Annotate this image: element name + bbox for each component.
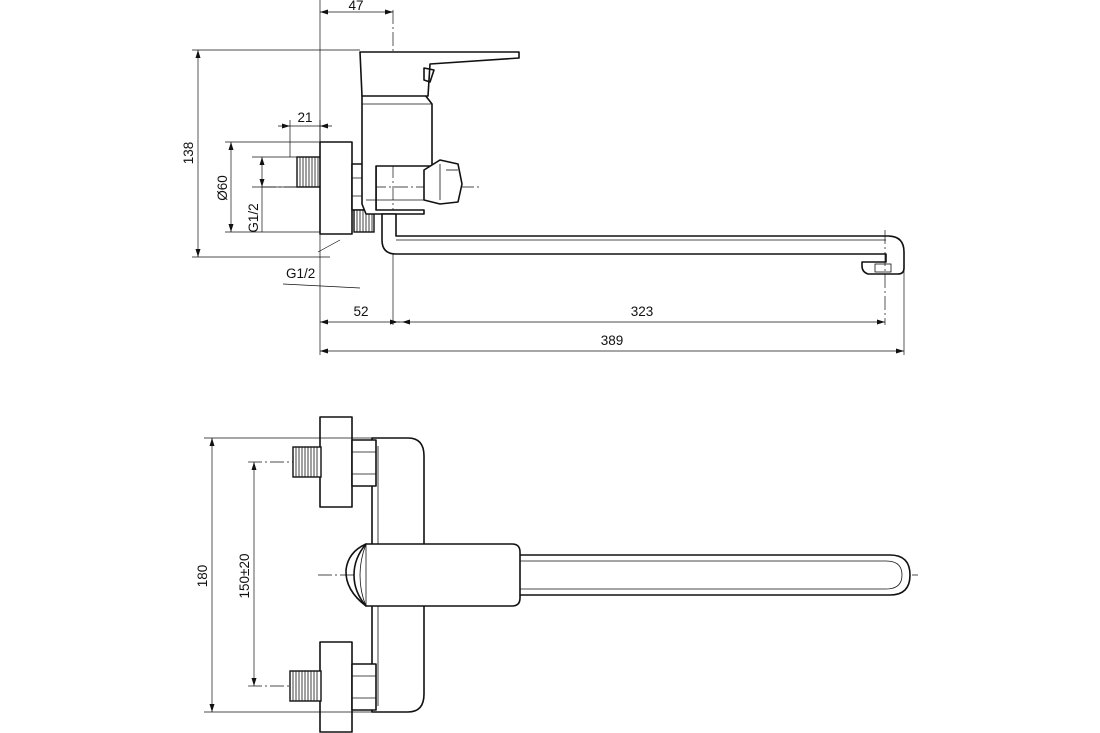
handle-lever[interactable] <box>359 51 520 97</box>
dimension-height: 138 <box>181 50 201 257</box>
dim-label-outlet-thread: G1/2 <box>286 266 315 281</box>
dim-label-21: 21 <box>297 110 312 125</box>
dimension-inlet-thread: G1/2 <box>246 157 265 233</box>
dimension-body-offset: 52 <box>320 304 400 325</box>
top-flange <box>319 416 353 508</box>
dim-label-flange-diameter: Ø60 <box>215 175 230 201</box>
bottom-nut <box>351 663 377 711</box>
top-nut <box>351 439 377 487</box>
dimension-total-length: 389 <box>320 333 904 354</box>
dimension-flange-depth: 21 <box>278 110 332 129</box>
dimension-total-height: 180 <box>195 438 215 712</box>
dimension-inlet-spacing: 150±20 <box>237 462 257 686</box>
wall-flange <box>319 141 353 235</box>
spout <box>381 213 905 275</box>
diverter-knob[interactable] <box>423 159 463 205</box>
top-inlet <box>292 416 377 508</box>
handle-cap[interactable] <box>345 543 367 607</box>
dimension-outlet-thread: G1/2 <box>282 239 361 289</box>
dim-label-inlet-thread: G1/2 <box>246 203 261 232</box>
dim-label-138: 138 <box>181 142 196 165</box>
dimension-flange-diameter: Ø60 <box>215 142 234 232</box>
dimension-spout-reach: 323 <box>398 304 885 325</box>
mixer-body <box>361 94 433 215</box>
front-spout <box>499 554 911 596</box>
inlet-thread <box>296 156 322 188</box>
bottom-inlet <box>289 641 377 733</box>
dim-label-323: 323 <box>631 304 654 319</box>
dim-label-389: 389 <box>601 333 624 348</box>
front-view: 180 150±20 <box>195 416 918 733</box>
bottom-flange <box>319 641 353 733</box>
dim-label-47: 47 <box>348 0 363 13</box>
cartridge-housing <box>353 543 521 607</box>
dim-label-inlet-spacing: 150±20 <box>237 554 252 599</box>
aerator <box>874 263 892 273</box>
side-view: 47 138 21 Ø60 G1/2 <box>181 0 905 355</box>
dimension-handle-offset: 47 <box>320 0 393 15</box>
dim-label-180: 180 <box>195 565 210 588</box>
dim-label-52: 52 <box>353 304 368 319</box>
